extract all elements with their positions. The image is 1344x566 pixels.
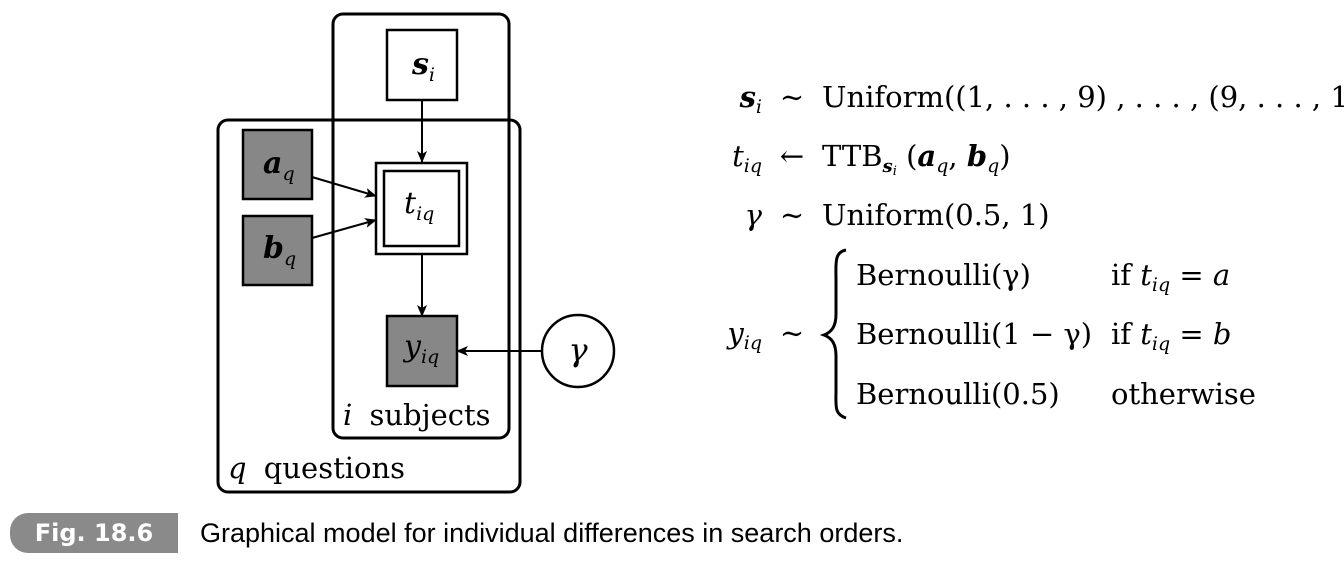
- case-2-value: Bernoulli(1 − γ): [856, 317, 1092, 351]
- case-3-condition: otherwise: [1111, 377, 1256, 411]
- figure-number-badge: Fig. 18.6: [10, 513, 178, 553]
- node-t: tiq: [374, 161, 469, 256]
- svg-text:TTBsi (aq, bq): TTBsi (aq, bq): [822, 139, 1011, 179]
- node-gamma: γ: [540, 313, 616, 389]
- svg-text:tiq: tiq: [404, 186, 434, 225]
- node-s: si: [385, 28, 459, 102]
- case-3-value: Bernoulli(0.5): [856, 377, 1060, 411]
- case-1-value: Bernoulli(γ): [856, 258, 1031, 292]
- svg-text:Uniform(0.5, 1): Uniform(0.5, 1): [822, 198, 1050, 232]
- plate-questions: [216, 118, 522, 494]
- svg-text:∼: ∼: [780, 198, 804, 232]
- plate-questions-label: q questions: [228, 451, 405, 485]
- case-1-condition: if tiq = a: [1111, 258, 1230, 296]
- case-2-condition: if tiq = b: [1111, 317, 1231, 355]
- figure-caption: Graphical model for individual differenc…: [200, 518, 904, 548]
- plate-subjects-label: i subjects: [343, 398, 491, 432]
- graphical-model-diagram: i subjects q questions si aq bq tiq: [216, 12, 1344, 494]
- svg-text:γ: γ: [745, 198, 763, 232]
- svg-text:∼: ∼: [780, 80, 804, 114]
- svg-text:∼: ∼: [780, 316, 804, 350]
- svg-text:γ: γ: [568, 331, 588, 369]
- svg-text:tiq: tiq: [732, 139, 762, 177]
- node-y: yiq: [385, 314, 459, 388]
- svg-text:yiq: yiq: [402, 329, 439, 368]
- equation-t: tiq ← TTBsi (aq, bq): [732, 139, 1011, 179]
- equation-s: si ∼ Uniform((1, . . . , 9) , . . . , (9…: [739, 80, 1344, 118]
- svg-text:si: si: [411, 47, 435, 86]
- svg-text:←: ←: [780, 139, 804, 173]
- cases-brace: [819, 248, 847, 420]
- equation-gamma: γ ∼ Uniform(0.5, 1): [745, 198, 1050, 232]
- plate-subjects: [331, 12, 511, 440]
- svg-text:aq: aq: [263, 146, 295, 185]
- svg-text:bq: bq: [263, 231, 296, 270]
- edge-a-to-t: [311, 176, 377, 198]
- node-b: bq: [241, 214, 314, 287]
- node-a: aq: [241, 128, 314, 201]
- svg-text:yiq: yiq: [725, 316, 762, 354]
- svg-text:si: si: [739, 80, 762, 118]
- equation-y: yiq ∼ Bernoulli(γ) if tiq = a Bernoulli(…: [725, 248, 1256, 420]
- edge-b-to-t: [311, 218, 377, 239]
- svg-text:Uniform((1, . . . , 9) , . . .: Uniform((1, . . . , 9) , . . . , (9, . .…: [822, 80, 1344, 114]
